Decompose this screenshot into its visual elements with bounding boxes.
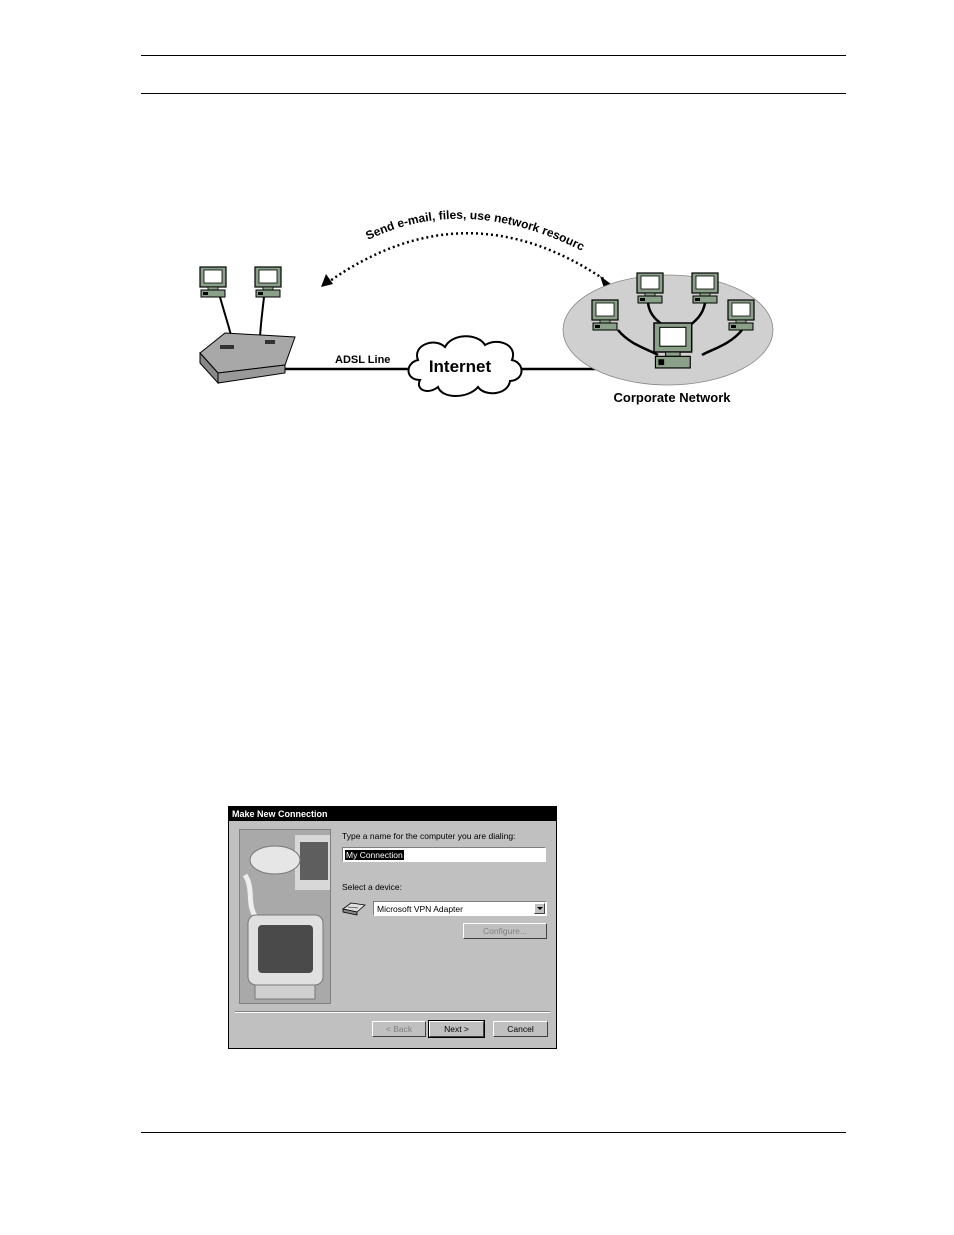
home-computer-2 [255, 267, 281, 297]
arrowhead-left [321, 274, 333, 287]
connection-name-input[interactable]: My Connection [342, 847, 546, 862]
adsl-line-label: ADSL Line [335, 354, 390, 366]
vpn-network-diagram: Send e-mail, files, use network resource… [180, 205, 780, 420]
device-prompt: Select a device: [342, 882, 402, 892]
button-separator [235, 1011, 550, 1013]
configure-button[interactable]: Configure... [463, 923, 547, 939]
wizard-illustration [239, 829, 331, 1004]
message-label: Send e-mail, files, use network resource… [180, 205, 587, 254]
internet-cloud: Internet [408, 336, 521, 396]
footer-rule [141, 1132, 846, 1133]
home-computer-1 [200, 267, 226, 297]
corporate-computer-1 [592, 300, 618, 330]
corporate-network-label: Corporate Network [613, 390, 731, 405]
connection-name-value: My Connection [345, 850, 404, 860]
dialog-title: Make New Connection [229, 807, 556, 821]
device-select-value: Microsoft VPN Adapter [377, 904, 463, 914]
adsl-modem [200, 333, 295, 383]
cancel-button[interactable]: Cancel [493, 1021, 548, 1037]
corporate-computer-3 [692, 273, 718, 303]
dropdown-arrow-icon[interactable] [534, 903, 545, 914]
back-button[interactable]: < Back [372, 1021, 426, 1037]
name-prompt: Type a name for the computer you are dia… [342, 831, 515, 841]
header-top-rule [141, 55, 846, 56]
corporate-server [654, 323, 692, 368]
next-button[interactable]: Next > [429, 1021, 484, 1037]
modem-device-icon [342, 900, 366, 916]
device-select[interactable]: Microsoft VPN Adapter [373, 901, 547, 916]
internet-label: Internet [429, 357, 492, 376]
corporate-computer-2 [637, 273, 663, 303]
corporate-computer-4 [728, 300, 754, 330]
header-bottom-rule [141, 93, 846, 94]
make-new-connection-dialog: Make New Connection Type a name for the … [228, 806, 557, 1049]
